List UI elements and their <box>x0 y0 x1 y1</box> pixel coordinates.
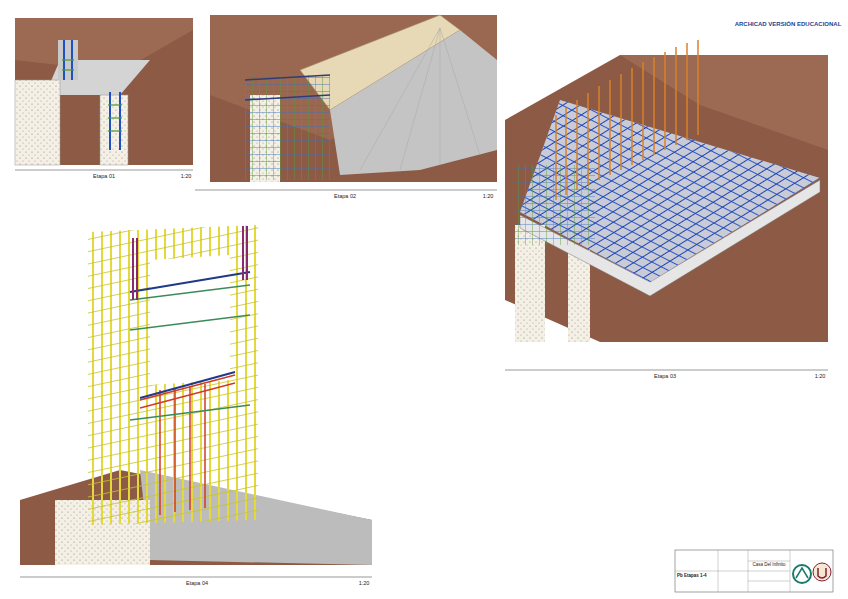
view-caption: Etapa 03 <box>654 373 676 379</box>
scale-label: 1:20 <box>359 580 370 586</box>
sheet-title: Pb Etapas 1-4 <box>677 574 707 579</box>
scale-label: 1:20 <box>483 193 494 199</box>
scale-label: 1:20 <box>815 373 826 379</box>
view-caption: Etapa 02 <box>334 193 356 199</box>
watermark: ARCHICAD VERSIÓN EDUCACIONAL <box>735 21 842 28</box>
scale-label: 1:20 <box>181 173 192 179</box>
view-caption: Etapa 04 <box>186 580 208 586</box>
view-caption: Etapa 01 <box>93 173 115 179</box>
project-title: Casa Del Infinito <box>752 563 785 568</box>
